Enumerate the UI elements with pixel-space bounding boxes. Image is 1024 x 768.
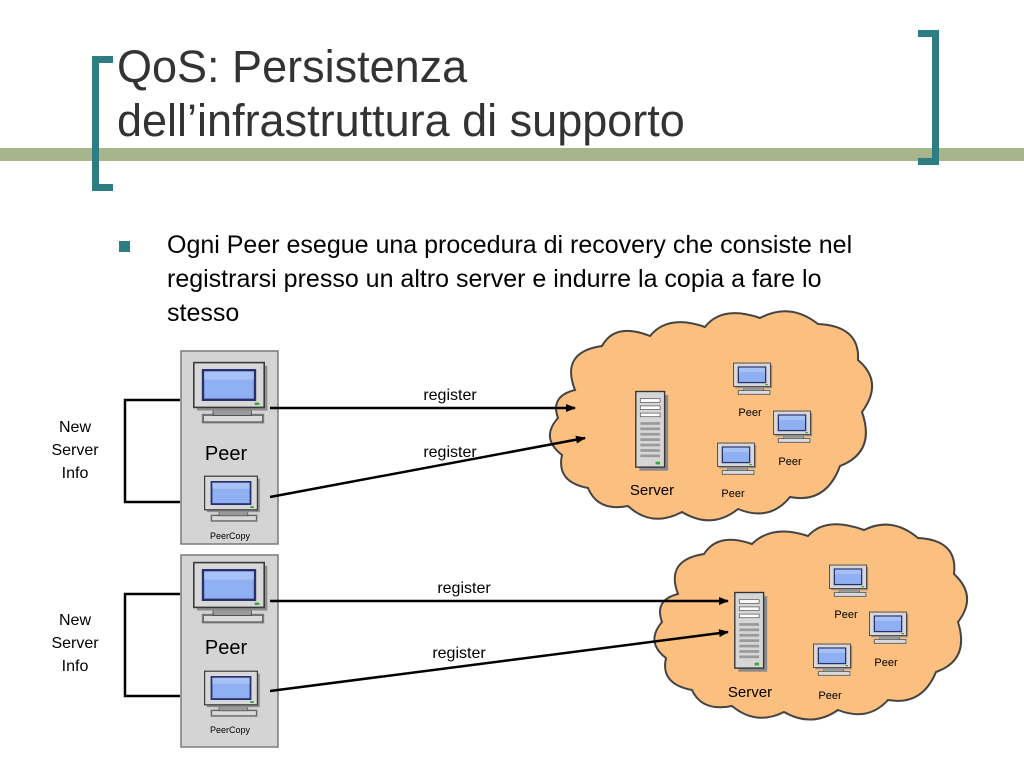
peer-computer-icon — [193, 361, 269, 425]
cloud-shape — [549, 310, 874, 522]
cloud-shape — [653, 523, 968, 721]
bullet-marker — [119, 241, 130, 252]
cloud-peer-label: Peer — [721, 488, 745, 500]
side-label-line-1: New — [59, 419, 91, 436]
side-label-line-2: Server — [51, 442, 99, 459]
register-label-top: register — [423, 387, 477, 404]
peercopy-computer-icon — [204, 670, 261, 718]
server-label: Server — [630, 482, 674, 499]
title-line-1: QoS: Persistenza — [117, 41, 468, 92]
side-label-line-3: Info — [62, 658, 89, 675]
peercopy-label: PeerCopy — [210, 725, 251, 735]
cloud-peer-icon — [829, 564, 869, 598]
bullet-text: Ogni Peer esegue una procedura di recove… — [167, 231, 853, 327]
side-label-line-2: Server — [51, 635, 99, 652]
info-connector — [123, 398, 180, 504]
cloud-peer-icon — [813, 643, 853, 677]
cloud-peer-label: Peer — [874, 657, 898, 669]
side-label-line-1: New — [59, 612, 91, 629]
cloud-peer-label: Peer — [834, 609, 858, 621]
side-label-line-3: Info — [62, 465, 89, 482]
cloud-peer-icon — [717, 442, 757, 476]
register-label-bottom: register — [423, 444, 477, 461]
diagram-row-2: Peer PeerCopy New Server Info Server Pee… — [51, 523, 968, 748]
left-bracket — [92, 56, 113, 191]
peer-label: Peer — [205, 443, 248, 465]
peercopy-label: PeerCopy — [210, 531, 251, 541]
cloud-peer-icon — [733, 362, 773, 396]
cloud-peer-label: Peer — [778, 456, 802, 468]
cloud-peer-icon — [773, 410, 813, 444]
register-label-top: register — [437, 580, 491, 597]
peercopy-computer-icon — [204, 475, 261, 523]
server-label: Server — [728, 684, 772, 701]
right-bracket — [918, 30, 939, 165]
info-connector — [123, 592, 180, 698]
cloud-peer-icon — [869, 611, 909, 645]
diagram-row-1: Peer PeerCopy New Server Info Server Pee… — [51, 310, 874, 545]
cloud-peer-label: Peer — [738, 407, 762, 419]
server-tower-icon — [635, 390, 669, 472]
slide-title: QoS: Persistenza dell’infrastruttura di … — [117, 40, 691, 148]
register-arrow-peercopy — [269, 435, 586, 499]
title-rule — [0, 148, 1024, 161]
peer-label: Peer — [205, 637, 248, 659]
cloud-peer-label: Peer — [818, 690, 842, 702]
register-label-bottom: register — [432, 645, 486, 662]
title-line-2: dell’infrastruttura di supporto — [117, 95, 685, 146]
peer-computer-icon — [193, 561, 269, 625]
server-tower-icon — [734, 591, 768, 673]
register-arrow-peercopy — [269, 629, 729, 693]
